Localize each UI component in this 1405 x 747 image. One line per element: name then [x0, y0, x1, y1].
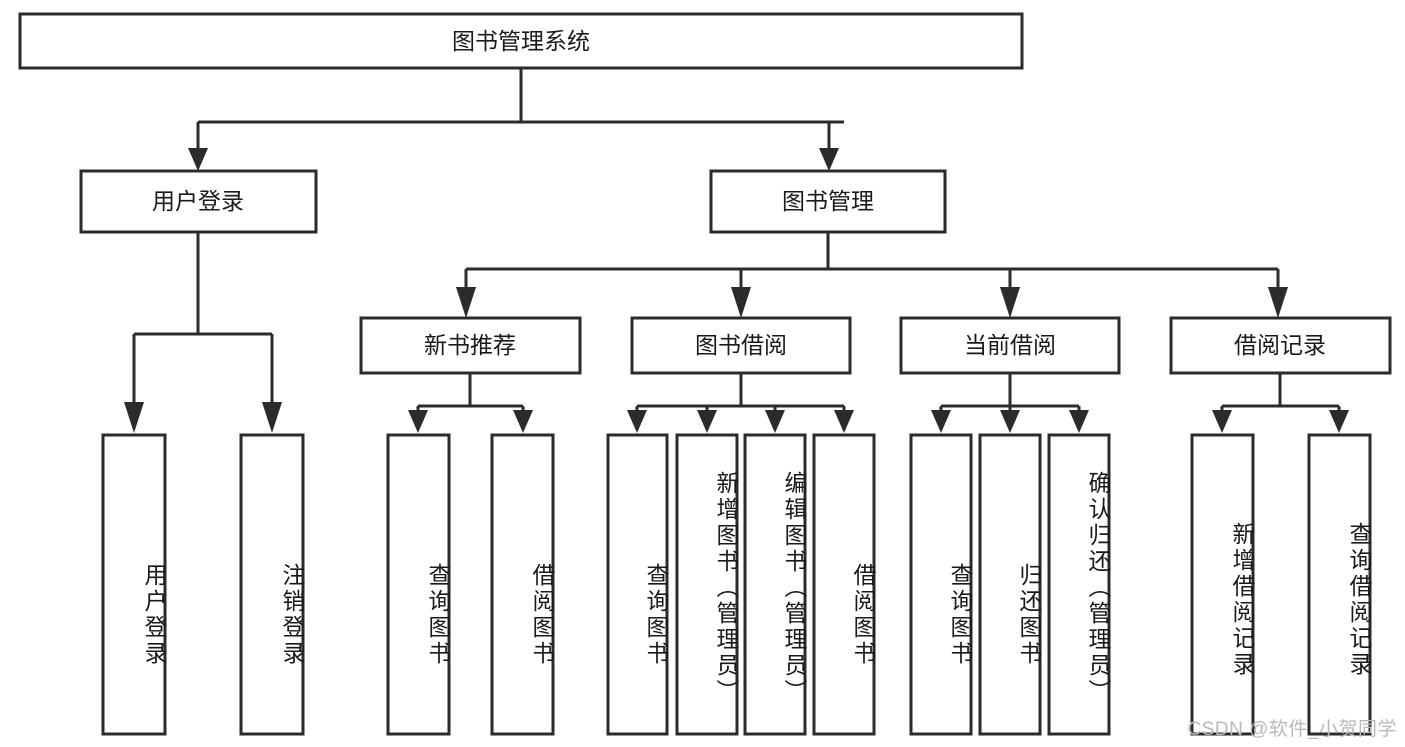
arrow-head-icon — [513, 410, 533, 433]
connector-borrow-record-to-leaves — [1212, 373, 1349, 433]
connector-current-borrow-to-leaves — [931, 373, 1089, 433]
arrow-head-icon — [1000, 410, 1020, 433]
node-book-borrow[interactable]: 图书借阅 — [630, 316, 852, 375]
arrow-head-icon — [456, 287, 476, 318]
arrow-head-icon — [834, 410, 854, 433]
arrow-head-icon — [697, 410, 717, 433]
arrow-head-icon — [1268, 287, 1288, 318]
node-current-borrow-box — [899, 316, 1121, 375]
leaf-box-user-logout[interactable] — [239, 433, 305, 736]
node-book-management-label: 图书管理 — [782, 188, 874, 214]
arrow-head-icon — [188, 148, 208, 171]
node-borrow-record-label: 借阅记录 — [1234, 332, 1326, 358]
watermark-text: CSDN @软件_小贺同学 — [1187, 719, 1397, 740]
arrow-head-icon — [262, 402, 282, 433]
node-current-borrow[interactable]: 当前借阅 — [899, 316, 1121, 375]
arrow-head-icon — [765, 410, 785, 433]
arrow-head-icon — [819, 148, 839, 171]
node-root-label: 图书管理系统 — [452, 28, 590, 54]
arrow-head-icon — [931, 410, 951, 433]
arrow-head-icon — [627, 410, 647, 433]
node-book-borrow-label: 图书借阅 — [695, 332, 787, 358]
node-root-box — [18, 12, 1024, 70]
connector-book-borrow-to-leaves — [627, 373, 854, 433]
arrow-head-icon — [1000, 287, 1020, 318]
leaf-box-borrow-book-2[interactable] — [812, 433, 876, 736]
connector-book-management-to-level3 — [456, 232, 1288, 318]
node-current-borrow-label: 当前借阅 — [964, 332, 1056, 358]
arrow-head-icon — [408, 410, 428, 433]
node-user-login[interactable]: 用户登录 — [79, 169, 318, 234]
node-new-book-recommend-box — [359, 316, 582, 375]
node-new-book-recommend-label: 新书推荐 — [424, 332, 516, 358]
leaf-box-query-book-1[interactable] — [386, 433, 451, 736]
node-user-login-box — [79, 169, 318, 234]
arrow-head-icon — [1329, 410, 1349, 433]
arrow-head-icon — [1069, 410, 1089, 433]
connector-new-book-recommend-to-leaves — [408, 373, 533, 433]
leaf-box-edit-book-admin[interactable] — [743, 433, 807, 736]
node-borrow-record[interactable]: 借阅记录 — [1169, 316, 1392, 375]
node-root[interactable]: 图书管理系统 — [18, 12, 1024, 70]
arrow-head-icon — [124, 402, 144, 433]
connector-user-login-to-leaves — [124, 232, 282, 433]
arrow-head-icon — [731, 287, 751, 318]
leaf-box-borrow-book-1[interactable] — [490, 433, 555, 736]
leaf-box-confirm-return-admin[interactable] — [1047, 433, 1111, 736]
node-new-book-recommend[interactable]: 新书推荐 — [359, 316, 582, 375]
leaf-box-add-borrow-record[interactable] — [1190, 433, 1255, 736]
arrow-head-icon — [1212, 410, 1232, 433]
leaf-box-return-book[interactable] — [978, 433, 1042, 736]
leaf-box-query-book-2[interactable] — [606, 433, 669, 736]
leaf-box-user-login[interactable] — [101, 433, 167, 736]
leaf-box-query-book-3[interactable] — [909, 433, 973, 736]
leaf-box-add-book-admin[interactable] — [675, 433, 739, 736]
leaf-box-query-borrow-record[interactable] — [1307, 433, 1372, 736]
connector-root-to-level2 — [188, 68, 844, 171]
node-user-login-label: 用户登录 — [152, 188, 244, 214]
node-book-management[interactable]: 图书管理 — [709, 169, 947, 234]
